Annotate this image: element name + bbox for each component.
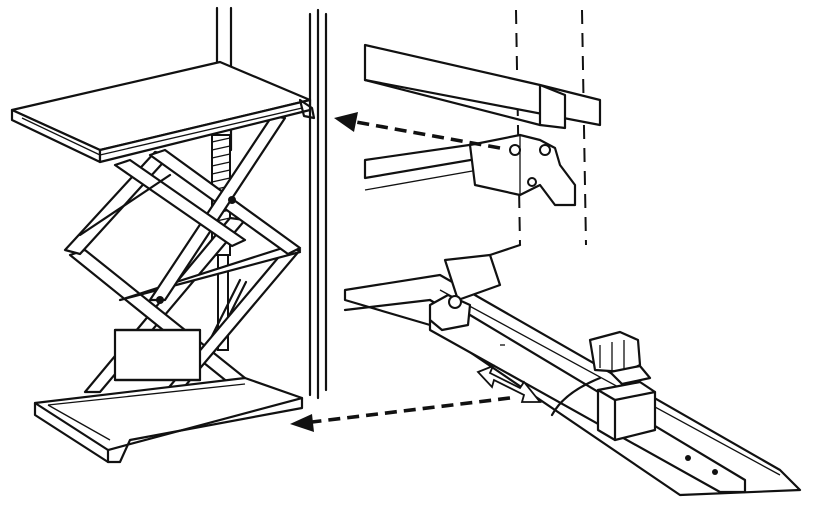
lower-scissor-arms bbox=[68, 216, 302, 398]
lift-table-top bbox=[10, 60, 316, 164]
callout-arrow-bottom bbox=[290, 396, 511, 432]
floor-rail-detail bbox=[343, 243, 802, 497]
callout-arrow-top bbox=[334, 112, 501, 150]
limit-switch bbox=[550, 330, 657, 442]
scissor-lift-table bbox=[10, 60, 316, 464]
wall-post bbox=[215, 6, 328, 400]
double-headed-arrow-icon bbox=[476, 364, 542, 403]
upper-scissor-arms bbox=[63, 114, 302, 304]
platform-hinge-detail bbox=[363, 9, 602, 246]
lift-base-frame bbox=[33, 376, 304, 464]
